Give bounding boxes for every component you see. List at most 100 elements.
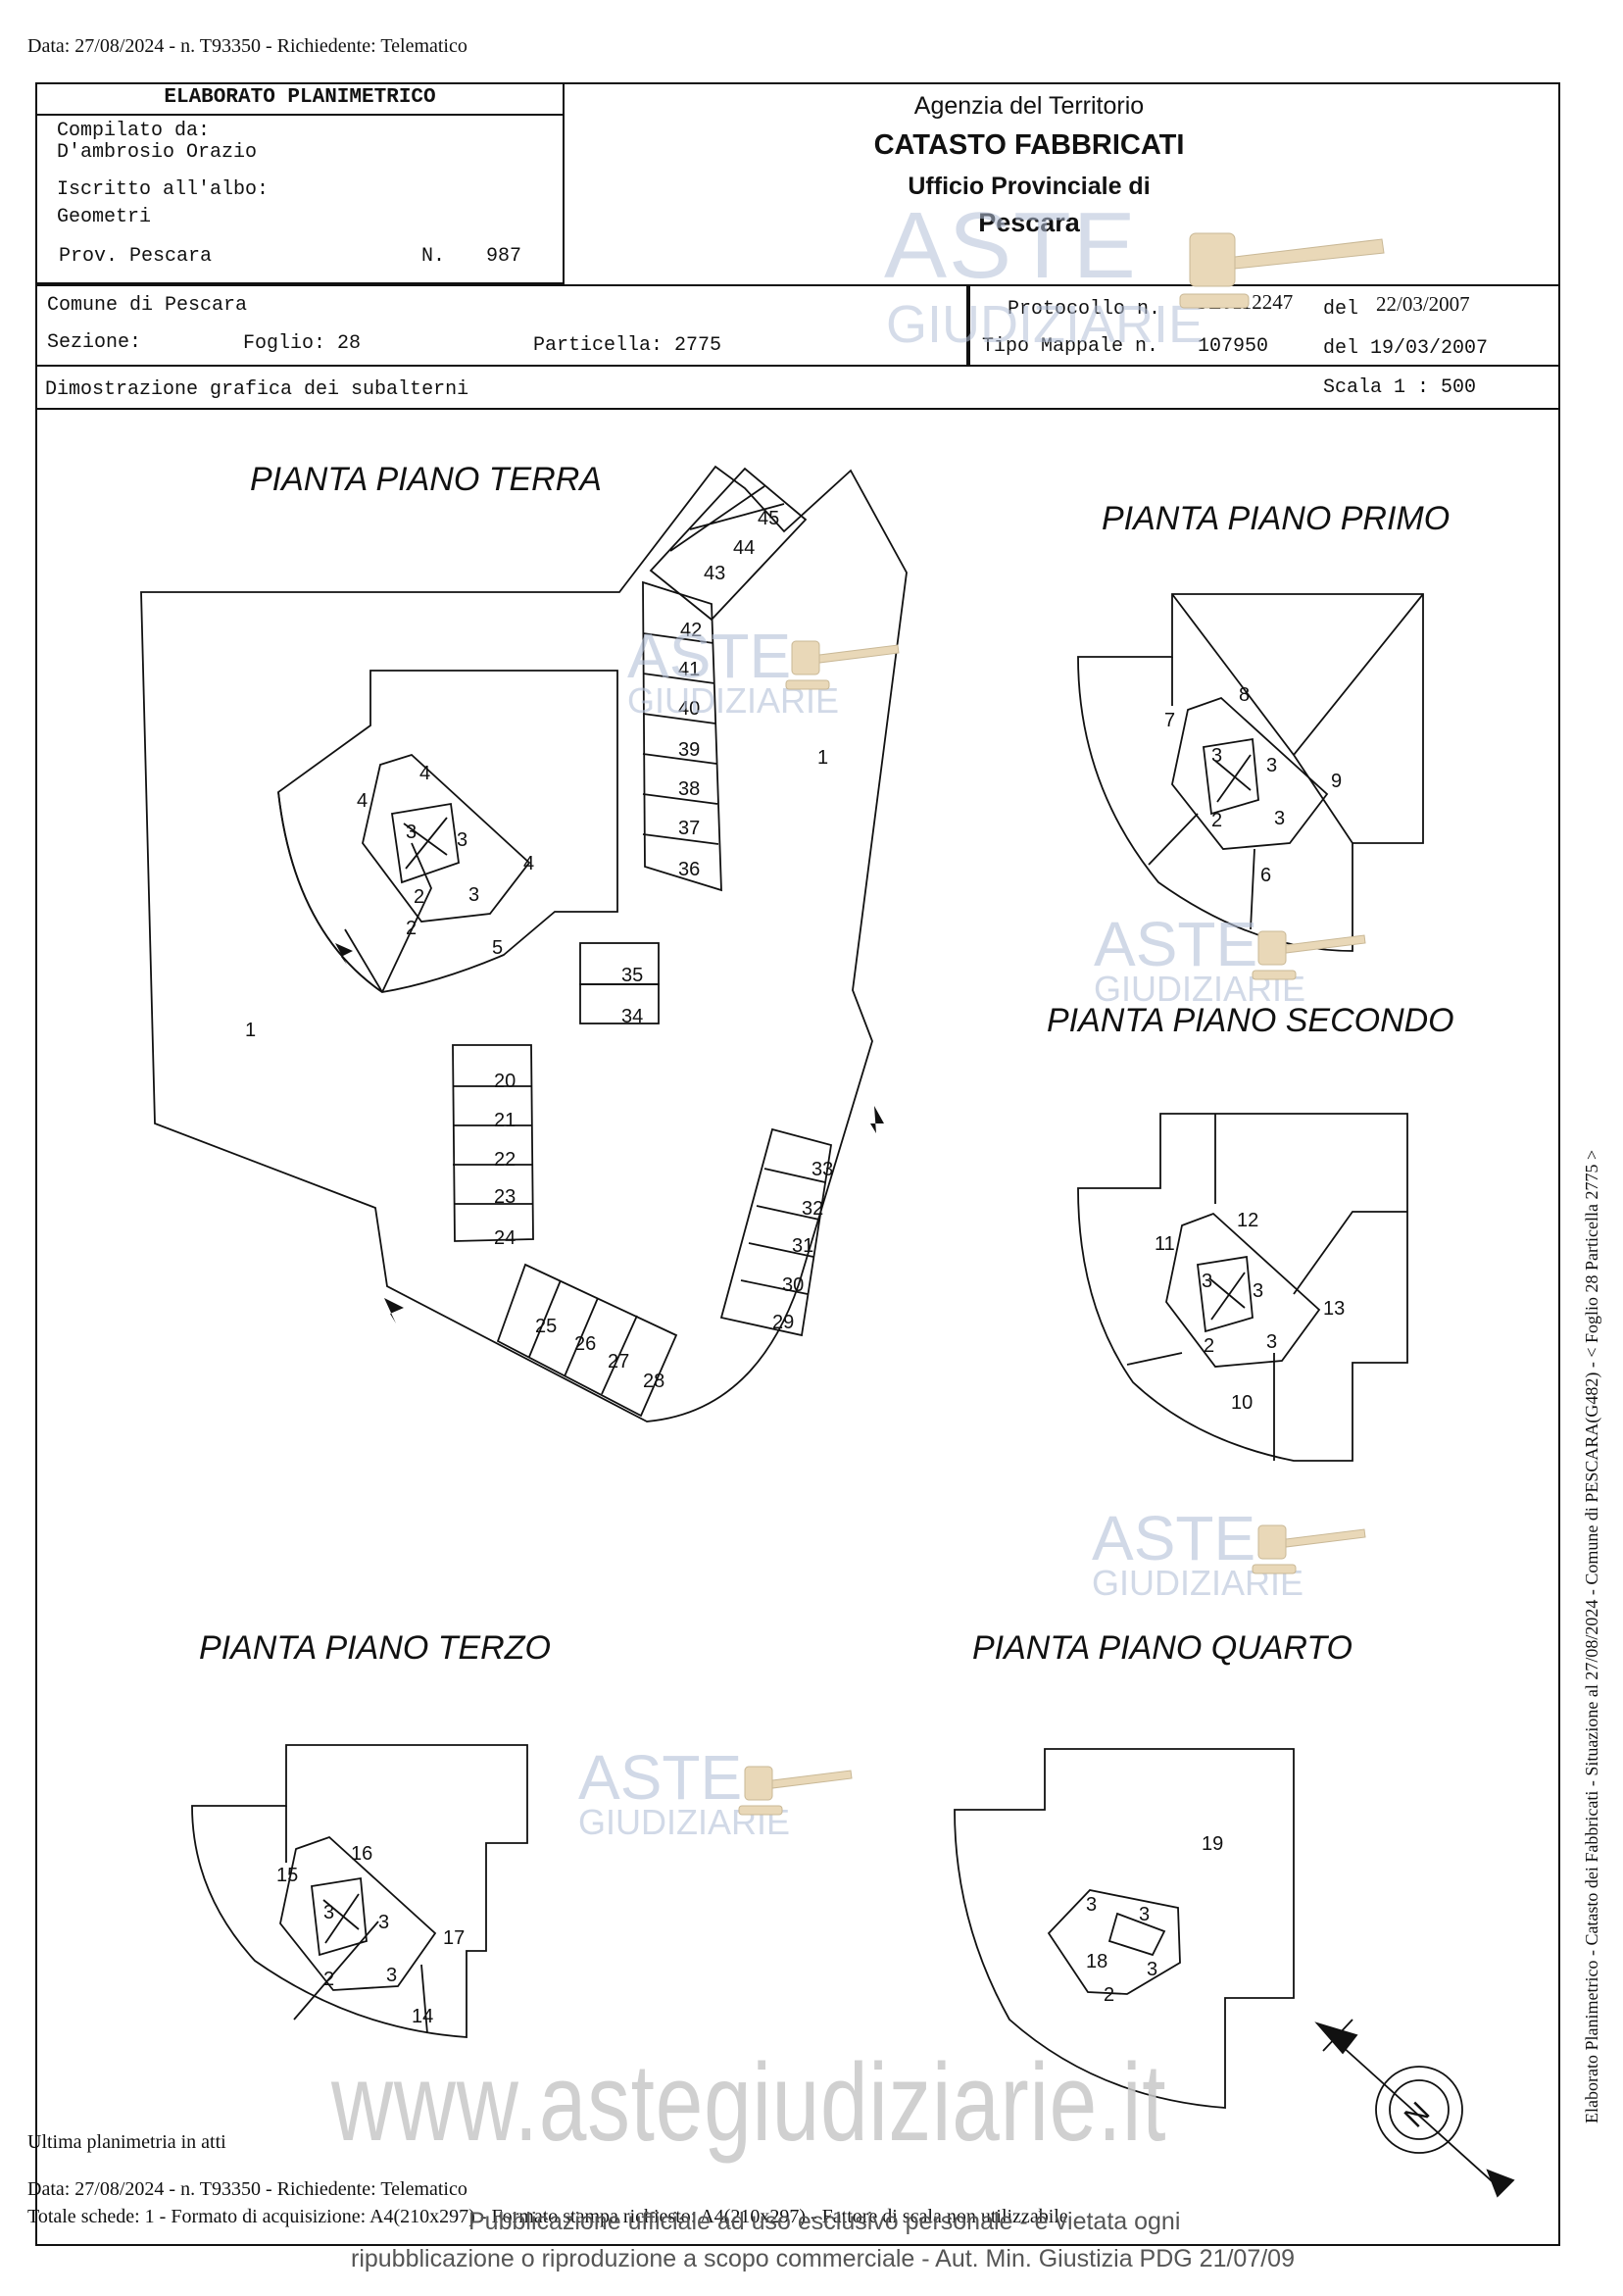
wedge-terra — [277, 791, 432, 993]
subalterno-terra-label: 41 — [678, 659, 701, 680]
box-36-42 — [642, 580, 722, 892]
side-text: Elaborato Planimetrico - Catasto dei Fab… — [1582, 1149, 1601, 2123]
del2: del 19/03/2007 — [1323, 337, 1489, 360]
quarto-outline — [954, 1748, 1295, 2109]
page-frame — [35, 82, 1560, 2246]
box-43-45 — [649, 467, 808, 622]
subalterno-terra-label: 3 — [457, 829, 468, 851]
subalterno-quarto-label: 3 — [1086, 1894, 1098, 1916]
footer-data: Data: 27/08/2024 - n. T93350 - Richieden… — [27, 2178, 467, 2200]
compilato-name: D'ambrosio Orazio — [57, 141, 258, 164]
subalterno-quarto-label: 19 — [1202, 1833, 1224, 1855]
subalterno-quarto-label: 3 — [1139, 1904, 1151, 1925]
box-35 — [579, 942, 660, 985]
watermark-line2: ripubblicazione o riproduzione a scopo c… — [351, 2245, 1295, 2272]
subalterno-secondo-label: 3 — [1266, 1331, 1278, 1353]
subalterno-primo-label: 9 — [1331, 771, 1343, 792]
ultima-planimetria: Ultima planimetria in atti — [27, 2131, 226, 2153]
tipo-label: Tipo Mappale n. — [982, 335, 1159, 358]
subalterno-secondo-label: 11 — [1155, 1233, 1175, 1255]
primo-outline — [1077, 593, 1424, 952]
watermark-aste-1: ASTE — [884, 193, 1138, 298]
del1-value: 22/03/2007 — [1376, 292, 1470, 316]
sezione: Sezione: — [47, 331, 142, 354]
subalterno-terra-label: 2 — [414, 886, 425, 908]
subalterno-secondo-label: 3 — [1253, 1280, 1264, 1302]
subalterno-terra-label: 29 — [772, 1312, 795, 1333]
watermark-aste-2: ASTE — [627, 621, 792, 691]
subalterno-terzo-label: 17 — [443, 1927, 466, 1949]
box-25-28 — [496, 1263, 678, 1418]
subalterno-terra-label: 27 — [608, 1351, 630, 1373]
subalterno-terra-label: 34 — [621, 1006, 644, 1027]
subalterno-terra-label: 20 — [494, 1071, 516, 1092]
albo: Geometri — [57, 206, 152, 228]
subalterno-terzo-label: 16 — [351, 1843, 373, 1865]
subalterno-terra-label: 2 — [406, 918, 418, 939]
subalterno-terzo-label: 3 — [378, 1912, 390, 1933]
subalterno-primo-label: 2 — [1211, 810, 1223, 831]
subalterno-terra-label: 24 — [494, 1227, 516, 1249]
subalterno-quarto-label: 3 — [1147, 1959, 1158, 1980]
primo-interior — [1148, 593, 1424, 930]
floor-title-secondo: PIANTA PIANO SECONDO — [1047, 1002, 1454, 1039]
subalterno-secondo-label: 12 — [1237, 1210, 1259, 1231]
compilato-label: Compilato da: — [57, 120, 211, 142]
subalterno-terra-label: 45 — [758, 508, 780, 529]
north-arrow — [1314, 2019, 1515, 2198]
subalterno-terra-label: 31 — [792, 1235, 814, 1257]
subalterno-secondo-label: 3 — [1202, 1271, 1213, 1292]
floor-title-terzo: PIANTA PIANO TERZO — [199, 1629, 551, 1667]
gavel-icon — [1179, 232, 1385, 309]
subalterno-terzo-label: 3 — [323, 1902, 335, 1923]
subalterno-terra-label: 30 — [782, 1274, 805, 1296]
subalterno-terra-label: 28 — [643, 1371, 665, 1392]
box-34 — [579, 983, 660, 1024]
subalterno-terzo-label: 3 — [386, 1965, 398, 1986]
subalterno-terra-label: 23 — [494, 1186, 516, 1208]
building-terra — [277, 670, 618, 993]
subalterno-terra-label: 25 — [535, 1316, 558, 1337]
title-box — [35, 82, 565, 116]
subalterno-terra-label: 38 — [678, 778, 701, 800]
particella: Particella: 2775 — [533, 334, 722, 357]
footer-totale: Totale schede: 1 - Formato di acquisizio… — [27, 2206, 1068, 2227]
subalterno-terra-label: 1 — [817, 747, 829, 769]
subalterno-terra-label: 5 — [492, 937, 504, 959]
subalterno-terra-label: 22 — [494, 1149, 516, 1171]
dimostrazione-row — [35, 365, 1560, 410]
box-20-24 — [452, 1044, 534, 1242]
subalterno-terra-label: 35 — [621, 965, 644, 986]
subalterno-terra-label: 42 — [680, 620, 703, 641]
gavel-icon — [738, 1766, 853, 1816]
subalterno-terra-label: 3 — [468, 884, 480, 906]
terra-site-outline — [140, 465, 908, 1423]
subalterno-terra-label: 44 — [733, 537, 756, 559]
watermark-aste-4: ASTE — [1092, 1503, 1256, 1573]
subalterno-terra-label: 21 — [494, 1110, 516, 1131]
city: Pescara — [978, 208, 1080, 237]
subalterno-secondo-label: 13 — [1323, 1298, 1346, 1320]
tipo-value: 107950 — [1198, 335, 1269, 358]
protocollo-label: Protocollo n. — [1008, 298, 1161, 321]
secondo-outline — [1077, 1113, 1408, 1462]
floor-title-terra: PIANTA PIANO TERRA — [250, 461, 602, 498]
subalterno-terra-label: 33 — [812, 1159, 834, 1180]
subalterno-primo-label: 3 — [1266, 755, 1278, 776]
ufficio: Ufficio Provinciale di — [908, 173, 1151, 200]
iscritto-label: Iscritto all'albo: — [57, 178, 270, 201]
n-value: 987 — [486, 245, 522, 268]
subalterno-primo-label: 3 — [1274, 808, 1286, 829]
subalterno-quarto-label: 18 — [1086, 1951, 1108, 1972]
gavel-icon — [1252, 1524, 1366, 1574]
subalterno-secondo-label: 2 — [1204, 1335, 1215, 1357]
agency: Agenzia del Territorio — [913, 92, 1145, 120]
secondo-interior — [1126, 1114, 1407, 1461]
subalterno-terra-label: 39 — [678, 739, 701, 761]
gavel-icon — [785, 640, 900, 690]
watermark-aste-5: ASTE — [578, 1742, 743, 1813]
entrance-arrows — [335, 943, 884, 1323]
terzo-outline — [191, 1744, 528, 2038]
subalterno-terra-label: 43 — [704, 563, 726, 584]
